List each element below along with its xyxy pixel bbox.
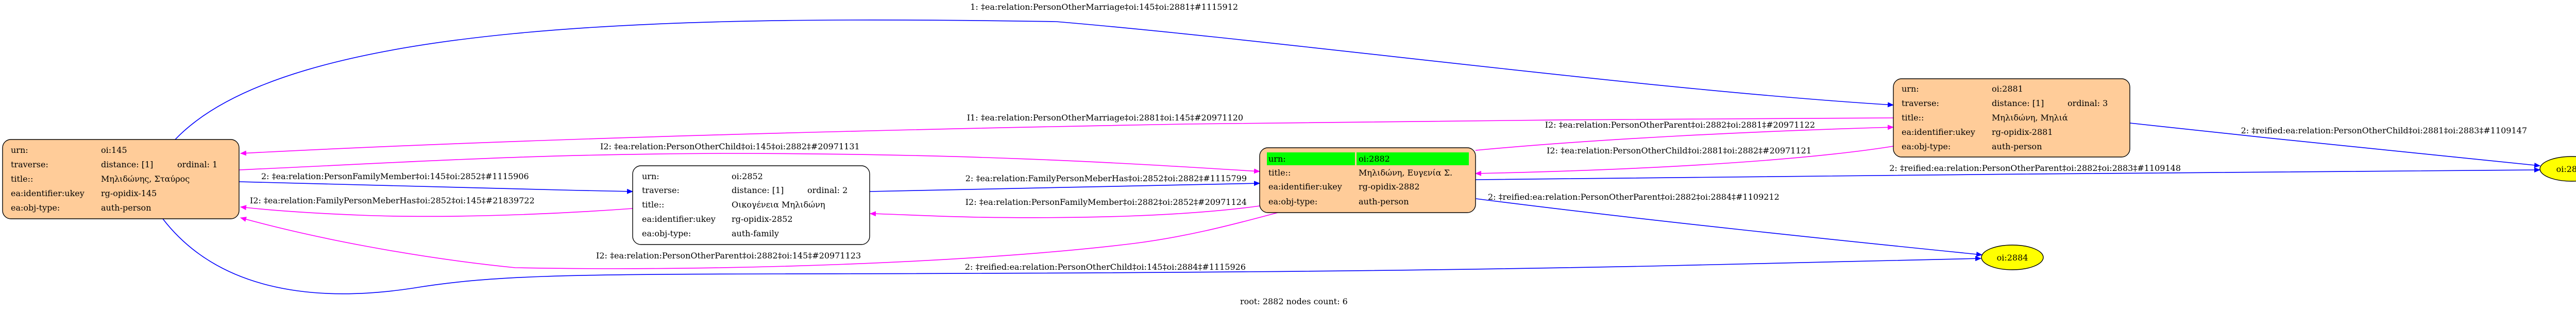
edge-label: I2: ‡ea:relation:PersonOtherChild‡oi:288…	[1547, 146, 1811, 155]
edge-label: 1: ‡ea:relation:PersonOtherMarriage‡oi:1…	[970, 2, 1238, 12]
field-label: title::	[11, 174, 33, 184]
edge-label: I2: ‡ea:relation:PersonOtherParent‡oi:28…	[596, 251, 861, 260]
field-value: oi:145	[101, 145, 127, 155]
field-value: auth-person	[1992, 142, 2042, 151]
field-value: rg-opidix-145	[101, 188, 157, 198]
field-label: urn:	[1902, 84, 1919, 94]
field-value: distance: [1]	[732, 185, 784, 195]
edge-label: I1: ‡ea:relation:PersonOtherMarriage‡oi:…	[967, 113, 1243, 123]
field-value: oi:2881	[1992, 84, 2023, 94]
edge-145-to-2852-familymember[interactable]	[239, 181, 633, 194]
field-value: auth-family	[732, 229, 779, 238]
field-value: distance: [1]	[101, 160, 153, 169]
field-label: urn:	[642, 171, 659, 181]
edge-2882-to-2884-reified-otherparent[interactable]	[1476, 198, 1982, 257]
edge-label: 2: ‡ea:relation:FamilyPersonMeberHas‡oi:…	[965, 173, 1247, 183]
field-value: distance: [1]	[1992, 98, 2044, 108]
edge-2881-to-2882-otherchild-inverse[interactable]	[1475, 146, 1894, 176]
graph-caption: root: 2882 nodes count: 6	[1240, 297, 1348, 306]
field-label: ea:obj-type:	[1902, 142, 1951, 151]
edge-label: I2: ‡ea:relation:FamilyPersonMeberHas‡oi…	[250, 196, 535, 205]
field-value: Μηλιδώνη, Ευγενία Σ.	[1359, 168, 1452, 178]
edge-145-to-2882-otherchild-inverse[interactable]	[239, 153, 1260, 174]
field-value: oi:2882	[1359, 154, 1390, 164]
field-label: traverse:	[1902, 98, 1939, 108]
field-value: ordinal: 2	[807, 185, 848, 195]
edge-2882-to-145-otherparent-inverse[interactable]	[240, 212, 1278, 269]
edge-labels: 1: ‡ea:relation:PersonOtherMarriage‡oi:1…	[250, 2, 2527, 272]
edge-2852-to-145-familymember-inverse[interactable]	[240, 205, 633, 217]
edge-label: 2: ‡reified:ea:relation:PersonOtherParen…	[1488, 192, 1780, 202]
field-value: rg-opidix-2881	[1992, 127, 2053, 137]
node-label: oi:2883	[2556, 164, 2576, 174]
field-label: ea:identifier:ukey	[1902, 127, 1975, 137]
node-oi-2884[interactable]: oi:2884	[1981, 245, 2044, 270]
node-oi-2852[interactable]: urn: oi:2852 traverse: distance: [1] ord…	[632, 165, 870, 245]
field-label: ea:identifier:ukey	[1268, 182, 1342, 192]
field-value: ordinal: 3	[2067, 98, 2108, 108]
field-label: ea:obj-type:	[11, 203, 60, 213]
field-value: oi:2852	[732, 171, 763, 181]
edge-145-to-2884-reified-otherchild[interactable]	[162, 218, 1981, 294]
field-value: auth-person	[101, 203, 151, 213]
node-oi-2882-root[interactable]: urn: oi:2882 title:: Μηλιδώνη, Ευγενία Σ…	[1259, 147, 1476, 213]
edge-label: 2: ‡reified:ea:relation:PersonOtherChild…	[2241, 126, 2527, 135]
edge-label: I2: ‡ea:relation:PersonOtherParent‡oi:28…	[1545, 120, 1815, 130]
field-label: title::	[1902, 113, 1924, 123]
root-highlight-value	[1357, 152, 1469, 165]
edges	[162, 19, 2540, 294]
field-label: urn:	[11, 145, 28, 155]
field-value: Μηλιδώνη, Μηλιά	[1992, 113, 2068, 123]
field-value: rg-opidix-2882	[1359, 182, 1420, 192]
node-oi-2881[interactable]: urn: oi:2881 traverse: distance: [1] ord…	[1893, 78, 2130, 158]
field-label: ea:obj-type:	[642, 229, 691, 238]
field-label: ea:identifier:ukey	[642, 214, 716, 224]
root-highlight-label	[1267, 152, 1355, 165]
edge-label: 2: ‡ea:relation:PersonFamilyMember‡oi:14…	[261, 171, 529, 181]
edge-2881-to-2883-reified-otherchild[interactable]	[2129, 123, 2540, 168]
field-value: rg-opidix-2852	[732, 214, 793, 224]
edge-label: I2: ‡ea:relation:PersonOtherChild‡oi:145…	[600, 142, 860, 151]
field-value: ordinal: 1	[177, 160, 217, 169]
field-value: auth-person	[1359, 197, 1409, 206]
edge-label: I2: ‡ea:relation:PersonFamilyMember‡oi:2…	[965, 197, 1247, 207]
node-label: oi:2884	[1997, 253, 2028, 263]
field-label: urn:	[1268, 154, 1286, 164]
edge-2852-to-2882-familymember[interactable]	[869, 181, 1260, 192]
field-value: Μηλιδώνης, Σταύρος	[101, 174, 190, 184]
field-label: traverse:	[642, 185, 680, 195]
edge-2882-to-2881-otherparent-inverse[interactable]	[1475, 125, 1894, 151]
edge-2881-to-145-marriage-inverse[interactable]	[240, 117, 1894, 156]
field-label: title::	[642, 200, 664, 210]
node-oi-2883[interactable]: oi:2883	[2539, 156, 2576, 182]
field-value: Οικογένεια Μηλιδώνη	[732, 200, 825, 210]
edge-2882-to-2883-reified-otherparent[interactable]	[1475, 167, 2540, 180]
edge-2882-to-2852-familymember-inverse[interactable]	[870, 205, 1260, 218]
field-label: traverse:	[11, 160, 48, 169]
edge-145-to-2881-marriage[interactable]	[175, 19, 1894, 140]
field-label: title::	[1268, 168, 1291, 178]
edge-label: 2: ‡reified:ea:relation:PersonOtherChild…	[965, 262, 1246, 272]
field-label: ea:obj-type:	[1268, 197, 1317, 206]
edge-label: 2: ‡reified:ea:relation:PersonOtherParen…	[1889, 163, 2181, 173]
field-label: ea:identifier:ukey	[11, 188, 84, 198]
node-oi-145[interactable]: urn: oi:145 traverse: distance: [1] ordi…	[2, 139, 240, 219]
